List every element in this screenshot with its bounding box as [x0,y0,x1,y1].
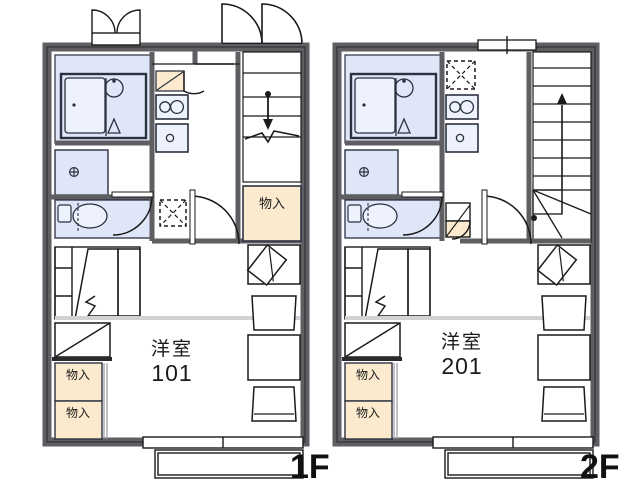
desk-icon [536,243,578,287]
closet-label: 物入 [66,406,90,420]
stair-start-dot [265,91,271,97]
bath-window-1f [91,9,141,46]
kitchen-sink-icon [155,123,189,153]
floor-plan-1f: 物入 物入 物入 [42,3,330,486]
washbasin-2f [344,149,399,196]
gas-stove-icon [445,94,479,120]
toilet-2f [344,199,443,239]
closet-room-lower-1f[interactable]: 物入 [54,400,103,440]
chair-icon-2 [541,386,587,422]
washbasin-1f [54,149,109,196]
closet-label: 物入 [66,368,90,382]
room-name-2f: 洋室 [441,331,483,353]
chair-icon-2 [251,386,297,422]
room-number-2f: 201 [441,353,482,379]
up-arrow-icon [557,93,567,104]
stairs-down-1f [242,51,302,183]
closet-diagonal-1f [52,322,112,361]
exterior-walls-1f [42,42,310,447]
room-entry-door-2f [481,189,532,245]
washroom-door-2f [401,191,444,236]
bathtub-icon [64,77,106,134]
down-arrow-icon [263,119,273,130]
closet-hall-1f[interactable]: 物入 [242,185,302,242]
floor-plan-2f: 物入 物入 2F 洋室 201 [332,36,620,486]
bath-corner-icon [107,117,121,134]
cabinet-door-swing [451,220,471,240]
bath-corner-icon [397,117,411,134]
room-entry-door-1f [189,189,240,245]
stairs-up-2f [531,51,592,243]
stair-break-line [244,130,300,144]
kitchen-sink-icon [445,123,479,153]
toilet-icon [72,203,108,229]
table-icon [247,334,301,381]
closet-room-lower-2f[interactable]: 物入 [344,400,393,440]
room-name-1f: 洋室 [151,338,193,360]
washing-machine-space-2f [446,60,476,90]
kitchen-2f [445,94,479,153]
chair-icon-1 [251,295,297,331]
balcony-window-2f [432,436,594,479]
floor-label-1f: 1F [290,448,330,486]
bathroom-2f [344,54,443,144]
bathtub-icon [354,77,396,134]
room-number-1f: 101 [151,360,192,386]
chair-icon-1 [541,295,587,331]
desk-icon [246,243,288,287]
hall-window-2f [477,36,537,54]
closet-label: 物入 [356,406,380,420]
closet-room-upper-2f[interactable]: 物入 [344,362,393,402]
gas-stove-icon [155,94,189,120]
closet-label: 物入 [259,197,285,212]
toilet-1f [54,199,153,239]
shower-basin-icon [104,78,124,98]
closet-room-upper-1f[interactable]: 物入 [54,362,103,402]
washing-machine-space-1f [159,199,187,227]
genkan-1f [54,246,300,320]
shower-basin-icon [394,78,414,98]
genkan-2f [344,246,590,320]
bathroom-1f [54,54,153,144]
washroom-door-1f [111,191,154,236]
toilet-icon [362,203,398,229]
furniture-2f [536,243,591,422]
closet-label: 物入 [356,368,380,382]
cabinet-2f [445,202,471,240]
kitchen-1f [155,70,205,153]
table-icon [537,334,591,381]
cabinet-door-swing [183,71,205,95]
floor-label-2f: 2F [580,448,620,486]
closet-diagonal-2f [342,322,402,361]
balcony-window-1f [142,436,304,479]
furniture-1f [246,243,301,422]
stair-newel-dot [531,215,537,221]
entrance-doors-1f [221,3,303,44]
